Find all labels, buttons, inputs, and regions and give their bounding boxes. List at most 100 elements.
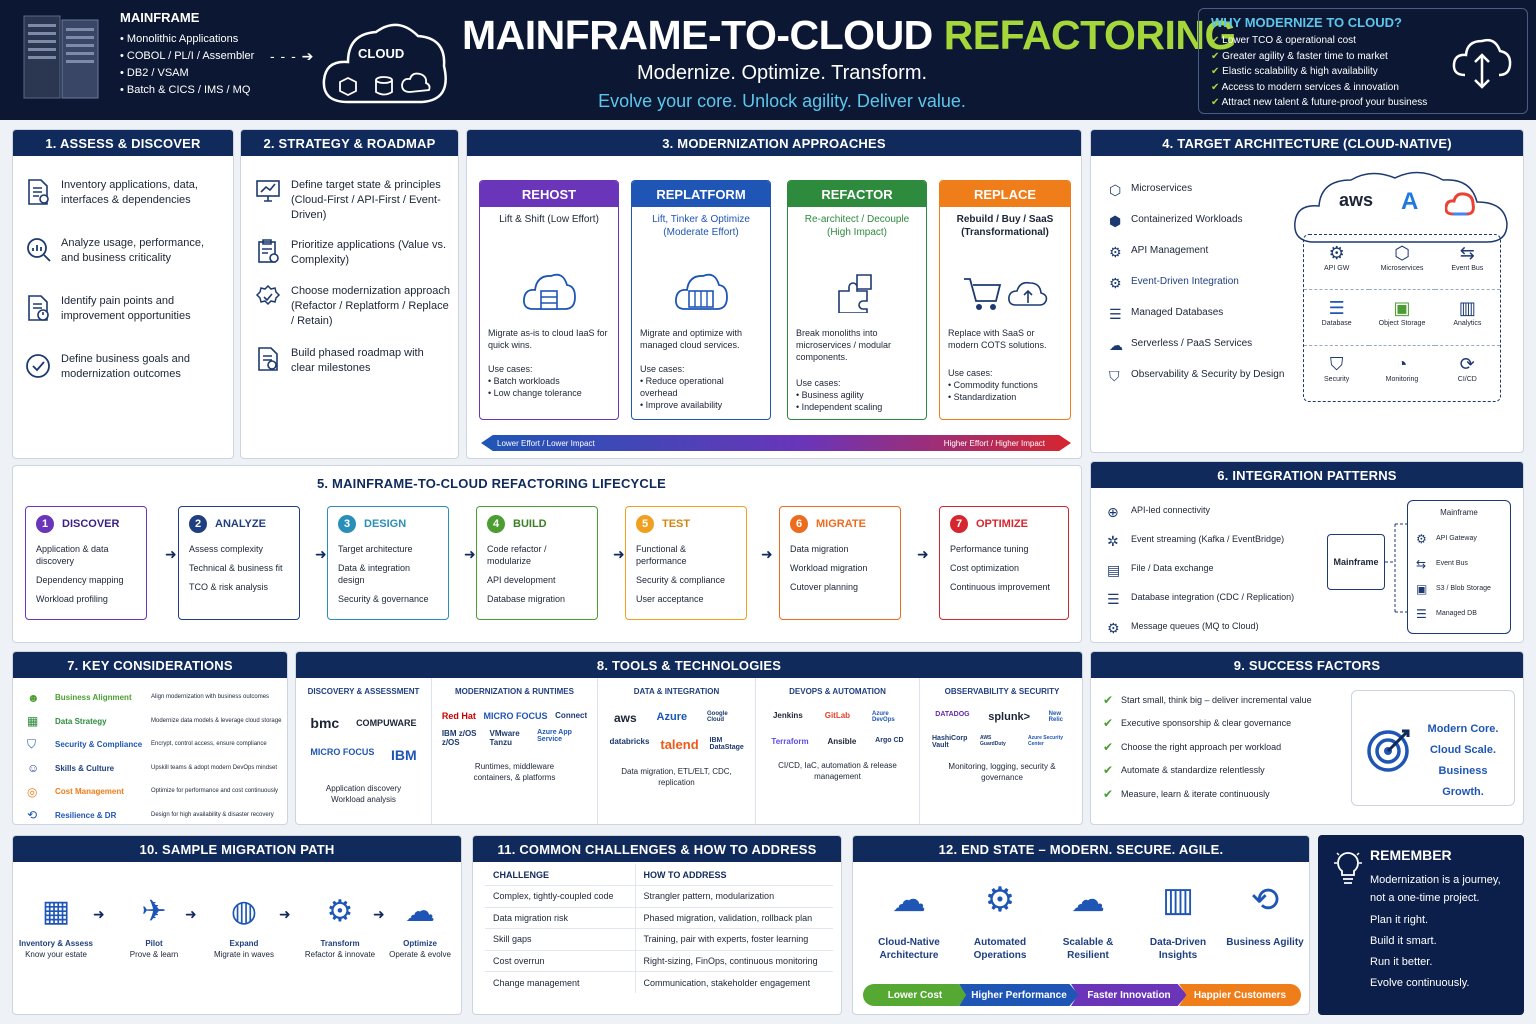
- scale-right-label: Higher Effort / Higher Impact: [943, 439, 1045, 448]
- approach-sub: Lift, Tinker & Optimize (Moderate Effort…: [652, 214, 750, 238]
- azure-app-service-logo: Azure App Service: [537, 729, 572, 743]
- migration-title: 10. SAMPLE MIGRATION PATH: [13, 836, 461, 862]
- cloud-label: CLOUD: [358, 46, 405, 61]
- considerations-title: 7. KEY CONSIDERATIONS: [13, 652, 287, 678]
- cloud-server-icon: [523, 273, 576, 310]
- cloud-arrows-icon: ☁: [892, 881, 926, 919]
- callout-text: Modern Core.Cloud Scale.Business Growth.: [1427, 723, 1499, 798]
- cloud-rack-icon: [675, 273, 728, 310]
- strategy-item-text: Define target state & principles (Cloud-…: [291, 179, 441, 221]
- cloud-upload-download-icon: [1452, 38, 1512, 89]
- approach-use-item: • Commodity functions: [948, 380, 1038, 390]
- strategy-item: Choose modernization approach (Refactor …: [255, 284, 450, 346]
- datadog-logo: DATADOG: [935, 711, 970, 718]
- strategy-item: Define target state & principles (Cloud-…: [255, 178, 450, 238]
- magnifier-chart-icon: [27, 238, 51, 262]
- approach-use-label: Use cases:: [796, 378, 841, 388]
- success-title: 9. SUCCESS FACTORS: [1091, 652, 1523, 678]
- integration-item: ⊕API-led connectivity: [1107, 504, 1211, 520]
- vault-logo: HashiCorp Vault: [932, 735, 968, 749]
- title-part-accent: REFACTORING: [943, 12, 1237, 58]
- approach-use-item: • Reduce operational overhead: [640, 376, 724, 398]
- event-icon: ⚙: [1109, 275, 1122, 291]
- talend-logo: talend: [660, 737, 699, 752]
- integration-item: ✲Event streaming (Kafka / EventBridge): [1107, 533, 1285, 549]
- page-title: MAINFRAME-TO-CLOUD REFACTORING: [462, 12, 1236, 59]
- migration-panel: 10. SAMPLE MIGRATION PATH ▦Inventory & A…: [12, 835, 462, 1015]
- success-item: ✔Measure, learn & iterate continuously: [1103, 786, 1270, 801]
- storage-icon: ▣: [1416, 581, 1428, 596]
- bucket-icon: ▣: [1393, 298, 1411, 319]
- terraform-logo: Terraform: [771, 737, 809, 746]
- target-item: ⛉Observability & Security by Design: [1109, 368, 1285, 384]
- ibm-zos-logo: IBM z/OS z/OS: [441, 729, 477, 747]
- grid-cell: ⇆Event Bus: [1434, 235, 1500, 291]
- cube-icon: ⬡: [1109, 182, 1122, 198]
- approach-card-replatform: REPLATFORM Lift, Tinker & Optimize (Mode…: [631, 180, 771, 420]
- approach-use-item: • Independent scaling: [796, 402, 883, 412]
- header-banner: MAINFRAME • Monolithic Applications • CO…: [0, 0, 1536, 120]
- strategy-title: 2. STRATEGY & ROADMAP: [241, 130, 458, 156]
- api-icon: ⚙: [1109, 244, 1122, 260]
- guardduty-logo: AWS GuardDuty: [980, 735, 1006, 747]
- target-architecture-panel: 4. TARGET ARCHITECTURE (CLOUD-NATIVE) ⬡M…: [1090, 129, 1524, 453]
- strategy-item-text: Choose modernization approach (Refactor …: [291, 285, 450, 327]
- approaches-panel: 3. MODERNIZATION APPROACHES REHOST Lift …: [466, 129, 1082, 459]
- cloud-scale-icon: ☁: [1071, 881, 1105, 919]
- cicd-icon: ⟳: [1459, 353, 1475, 374]
- success-callout: Modern Core.Cloud Scale.Business Growth.: [1351, 690, 1515, 806]
- assess-item-text: Inventory applications, data, interfaces…: [61, 179, 198, 206]
- approach-sub: Rebuild / Buy / SaaS (Transformational): [956, 214, 1054, 238]
- target-item: ☰Managed Databases: [1109, 306, 1224, 322]
- target-item: ⚙API Management: [1109, 244, 1209, 260]
- target-item: ⬡Microservices: [1109, 182, 1193, 198]
- endstate-item: ⚙Automated Operations: [955, 880, 1045, 962]
- assess-item-text: Identify pain points and improvement opp…: [61, 295, 191, 322]
- azure-security-logo: Azure Security Center: [1028, 735, 1064, 747]
- check-circle-icon: [26, 354, 50, 378]
- grid-cell: ⟳CI/CD: [1435, 346, 1500, 401]
- target-icon: [1367, 729, 1410, 772]
- microfocus-logo: MICRO FOCUS: [310, 747, 375, 757]
- mainframe-box: Mainframe: [1327, 534, 1385, 590]
- vmware-tanzu-logo: VMware Tanzu: [489, 729, 520, 747]
- mainframe-item: • Batch & CICS / IMS / MQ: [120, 84, 251, 96]
- arrow-right-icon: ➜: [613, 546, 625, 562]
- stack-item: ▣S3 / Blob Storage: [1416, 581, 1491, 596]
- arrow-right-icon: ➜: [917, 546, 929, 562]
- aws-logo: aws: [613, 711, 637, 725]
- grid-cell: ⛉Security: [1304, 346, 1369, 401]
- why-title: WHY MODERNIZE TO CLOUD?: [1211, 15, 1402, 30]
- challenges-panel: 11. COMMON CHALLENGES & HOW TO ADDRESS C…: [472, 835, 842, 1015]
- lifecycle-panel: 5. MAINFRAME-TO-CLOUD REFACTORING LIFECY…: [12, 465, 1082, 643]
- success-panel: 9. SUCCESS FACTORS ✔Start small, think b…: [1090, 651, 1524, 825]
- grid-cell: ▣Object Storage: [1369, 290, 1435, 346]
- puzzle-icon: [838, 274, 872, 313]
- title-part-main: MAINFRAME-TO-CLOUD: [462, 12, 933, 58]
- integration-stack: Mainframe ⚙API Gateway ⇆Event Bus ▣S3 / …: [1407, 500, 1511, 634]
- stack-item: ⚙API Gateway: [1416, 531, 1477, 546]
- cloud-icon: [322, 23, 447, 104]
- arrow-right-icon: ➜: [165, 546, 177, 562]
- document-alert-icon: [28, 295, 49, 321]
- mainframe-server-icon: [23, 15, 99, 99]
- strategy-panel: 2. STRATEGY & ROADMAP Define target stat…: [240, 129, 459, 459]
- remember-title: REMEMBER: [1370, 847, 1452, 863]
- check-icon: ✔: [1211, 81, 1220, 93]
- api-gateway-icon: ⚙: [1416, 531, 1427, 546]
- assess-item-text: Analyze usage, performance, and business…: [61, 237, 205, 264]
- integration-item: ▤File / Data exchange: [1107, 562, 1214, 578]
